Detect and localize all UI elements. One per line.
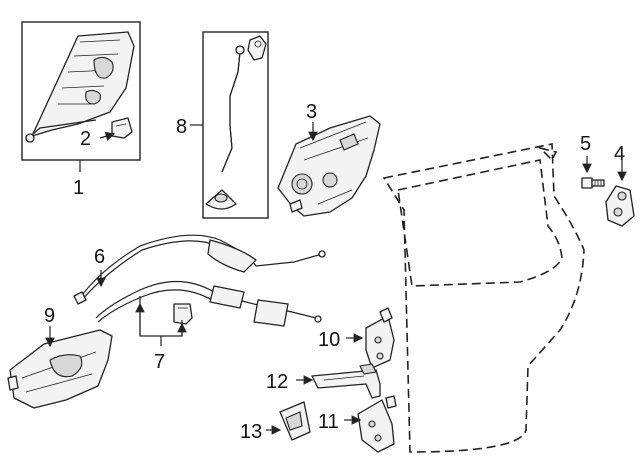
lower-hinge-part: 11: [318, 395, 397, 453]
inside-handle-part: 9: [7, 305, 113, 409]
callout-8: 8: [176, 116, 187, 138]
callout-10: 10: [318, 329, 340, 351]
door-outline: [382, 143, 585, 453]
outer-handle-box: 2 1: [21, 21, 141, 199]
grommet-part: [205, 189, 237, 210]
lock-actuator-part: 3: [277, 101, 381, 217]
upper-hinge-part: 10: [318, 307, 395, 369]
callout-9: 9: [44, 305, 55, 327]
callout-12: 12: [266, 371, 288, 393]
hinge-pad-part: 13: [240, 401, 311, 443]
callout-3: 3: [306, 101, 317, 123]
callout-2: 2: [80, 128, 91, 150]
outer-handle-part: [25, 31, 135, 143]
rod-box: 8: [176, 31, 269, 219]
door-check-part: 12: [266, 363, 381, 399]
callout-1: 1: [73, 177, 84, 199]
bracket-part-2: [111, 117, 133, 139]
callout-11: 11: [318, 411, 339, 433]
callout-7: 7: [154, 351, 165, 373]
cable-clip-part: [173, 303, 193, 325]
callout-6: 6: [94, 246, 105, 268]
callout-4: 4: [614, 143, 625, 165]
inner-handle-cable-6: 6: [73, 234, 326, 305]
callout-13: 13: [240, 421, 262, 443]
lock-cable-7: 7: [95, 280, 322, 373]
callout-5: 5: [580, 133, 591, 155]
rod-clip-part: [247, 35, 267, 61]
striker-bolt-part: 5: [580, 133, 605, 189]
striker-part: 4: [605, 143, 635, 227]
